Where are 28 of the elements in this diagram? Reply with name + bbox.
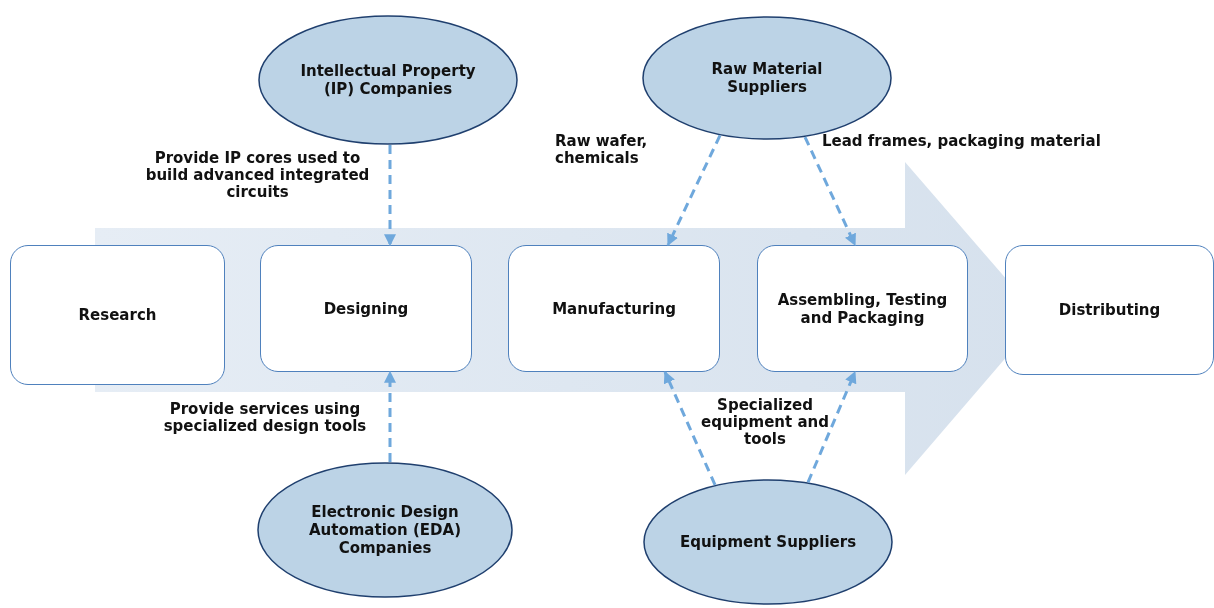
dashed-arrow: [384, 145, 396, 247]
company-ellipse: [258, 15, 518, 145]
dashed-arrow: [666, 134, 722, 247]
process-box: [508, 245, 720, 372]
node-label: Electronic Design Automation (EDA) Companies: [307, 503, 463, 557]
company-ellipse: [257, 462, 513, 598]
annotation-text: Specialized equipment and tools: [700, 397, 830, 448]
node-label: Raw Material Suppliers: [710, 60, 824, 96]
node-label: Research: [78, 306, 157, 324]
node-label: Assembling, Testing and Packaging: [776, 290, 949, 327]
dashed-arrow: [384, 370, 396, 463]
dashed-arrow: [803, 136, 857, 247]
node-label: Equipment Suppliers: [679, 533, 857, 551]
edge-label: Provide IP cores used to build advanced integrated circuits: [144, 150, 371, 201]
process-box: [757, 245, 968, 372]
node-label: Designing: [323, 299, 409, 318]
node-label: Intellectual Property (IP) Companies: [299, 62, 477, 98]
edge-label: Provide services using specialized design tools: [162, 401, 368, 435]
process-box: [260, 245, 472, 372]
dashed-arrow: [806, 370, 857, 483]
dashed-arrow: [663, 370, 717, 486]
process-box: [10, 245, 225, 385]
process-box: [1005, 245, 1214, 375]
company-ellipse: [643, 479, 893, 605]
node-label: Manufacturing: [552, 299, 676, 318]
node-label: Distributing: [1058, 301, 1161, 319]
edge-label: Raw wafer, chemicals: [555, 133, 649, 167]
edge-label: Lead frames, packaging material: [822, 133, 1102, 150]
